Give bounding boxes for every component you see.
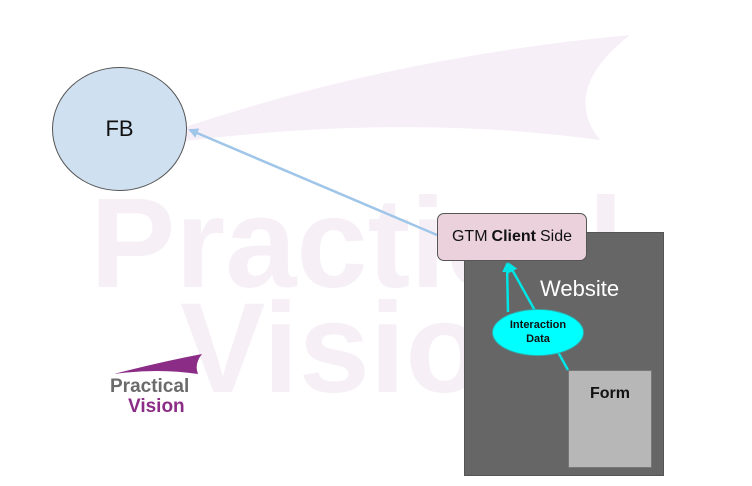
interaction-label-line2: Data <box>526 332 550 345</box>
gtm-label-suffix: Side <box>539 228 573 245</box>
form-box: Form <box>568 370 652 468</box>
form-label: Form <box>590 385 630 402</box>
fb-node: FB <box>52 67 187 191</box>
interaction-label-line1: Interaction <box>509 319 567 332</box>
logo-swoosh-icon <box>114 354 202 374</box>
practical-vision-logo: Practical Vision <box>110 352 210 417</box>
gtm-label-bold: Client <box>491 228 536 245</box>
website-label: Website <box>540 276 620 301</box>
fb-label: FB <box>105 116 134 141</box>
logo-text-line2: Vision <box>128 396 185 417</box>
gtm-client-side-node: GTM Client Side <box>437 213 587 261</box>
logo-text-line1: Practical <box>110 376 190 397</box>
arrow-gtm-to-fb <box>188 128 438 237</box>
interaction-data-node: Interaction Data <box>492 309 584 356</box>
arrow-interaction-to-gtm <box>502 262 513 313</box>
gtm-label-prefix: GTM <box>451 228 488 245</box>
